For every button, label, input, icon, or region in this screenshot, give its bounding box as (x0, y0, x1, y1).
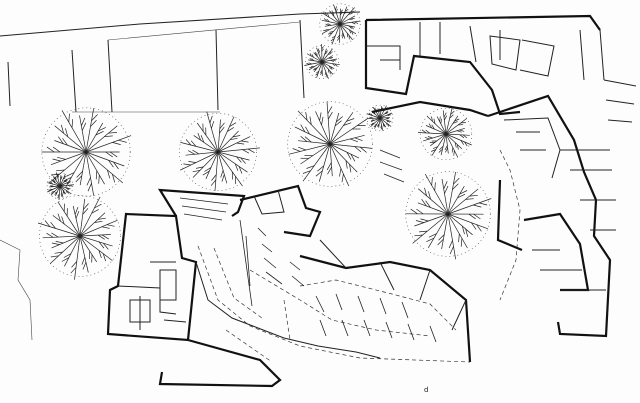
tree-icon (41, 107, 132, 197)
north-east-wing (364, 14, 605, 118)
tree-icon (304, 43, 340, 79)
tree-icon (287, 101, 373, 187)
trees (37, 3, 492, 280)
plan-marker-label: d (424, 386, 428, 394)
desk-rows (179, 149, 437, 343)
left-wing (106, 212, 198, 342)
south-west-wing (157, 188, 471, 388)
east-wing (487, 79, 637, 338)
tree-icon (319, 3, 361, 45)
tree-icon (46, 172, 74, 201)
tree-icon (366, 104, 394, 132)
tree-icon (405, 171, 492, 260)
central-hall (239, 184, 472, 363)
tree-icon (37, 195, 121, 280)
tree-icon (179, 111, 260, 191)
site-boundary (0, 11, 361, 341)
tree-icon (417, 106, 473, 161)
